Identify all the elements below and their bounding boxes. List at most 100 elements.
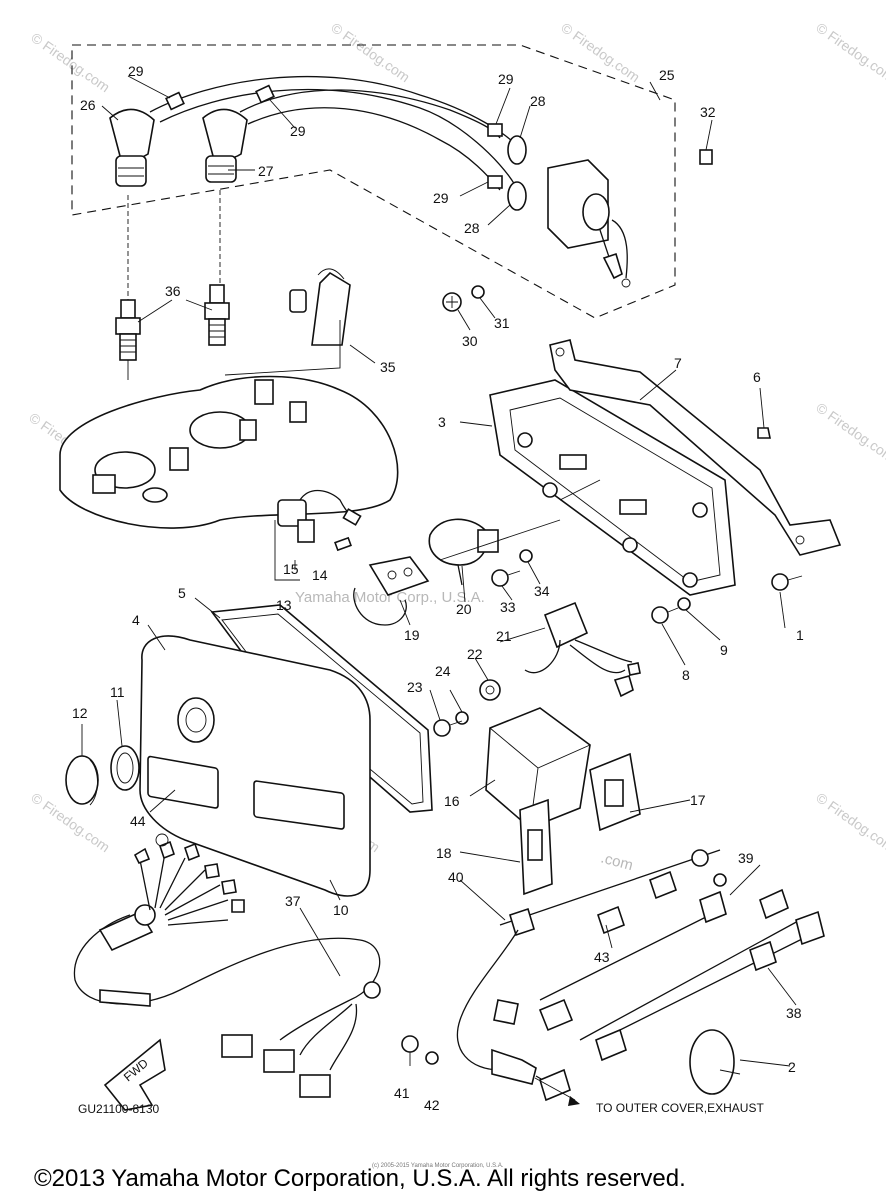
fwd-arrow-icon: FWD (103, 1038, 166, 1111)
band-2[interactable] (689, 1029, 741, 1095)
bolt-6[interactable] (757, 427, 771, 439)
callout-17: 17 (690, 792, 706, 808)
electrical-box-cover-4[interactable] (139, 635, 371, 897)
callout-43: 43 (594, 949, 610, 965)
callout-13: 13 (276, 597, 292, 613)
callout-30: 30 (462, 333, 478, 349)
collar-32[interactable] (699, 149, 713, 165)
cover-18[interactable] (519, 798, 553, 896)
callout-29b: 29 (290, 123, 306, 139)
callout-6: 6 (753, 369, 761, 385)
rectifier-leader (439, 479, 601, 561)
callout-26: 26 (80, 97, 96, 113)
callout-24: 24 (435, 663, 451, 679)
callout-12: 12 (72, 705, 88, 721)
watermark-firedog: © Firedog.com (558, 19, 643, 85)
callout-3: 3 (438, 414, 446, 430)
sensor-14[interactable] (334, 536, 352, 552)
callout-29c: 29 (498, 71, 514, 87)
callout-5: 5 (178, 585, 186, 601)
bolt-33[interactable] (491, 569, 521, 587)
cable-43[interactable] (538, 870, 721, 1032)
ignition-coil[interactable] (547, 159, 631, 288)
cdi-unit-16[interactable] (485, 707, 591, 829)
callout-41: 41 (394, 1085, 410, 1101)
cable-38[interactable] (539, 910, 825, 1102)
starter-relay-19[interactable] (353, 556, 430, 626)
bolt-41[interactable] (401, 1035, 419, 1066)
plug-cord-1 (149, 75, 521, 151)
callout-15: 15 (283, 561, 299, 577)
bolt-8[interactable] (651, 606, 679, 624)
plug-cord-1b (159, 89, 516, 186)
cord-clip-29[interactable] (255, 84, 275, 104)
bracket-7[interactable] (549, 339, 842, 556)
callout-16: 16 (444, 793, 460, 809)
thermo-switch-13[interactable] (277, 489, 362, 543)
arrow-head-icon (568, 1096, 580, 1106)
callout-29: 29 (128, 63, 144, 79)
cap-12[interactable] (65, 755, 99, 806)
callout-36: 36 (165, 283, 181, 299)
callout-28: 28 (530, 93, 546, 109)
callout-23: 23 (407, 679, 423, 695)
cord-clip-29[interactable] (165, 91, 185, 111)
cord-seal-28[interactable] (507, 181, 527, 211)
fine-print: (c) 2005-2015 Yamaha Motor Corporation, … (372, 1163, 504, 1169)
screw-30[interactable] (442, 292, 462, 312)
callout-11: 11 (110, 684, 125, 700)
clamp-22[interactable] (479, 679, 501, 701)
callout-29d: 29 (433, 190, 449, 206)
cord-seal-28[interactable] (507, 135, 527, 165)
watermark-firedog: © Firedog.com (28, 789, 113, 855)
callout-21: 21 (496, 628, 512, 644)
callout-33: 33 (500, 599, 516, 615)
watermark-yamaha: Yamaha Motor Corp., U.S.A. (295, 589, 485, 606)
callout-28b: 28 (464, 220, 480, 236)
cord-clip-29[interactable] (487, 123, 503, 137)
drawing-code: GU21100-8130 (78, 1102, 159, 1116)
coil-group-outline (71, 44, 676, 319)
callout-44: 44 (130, 813, 146, 829)
cable-40[interactable] (456, 849, 721, 1091)
wire-harness-37[interactable] (73, 833, 381, 1098)
plug-cord-2 (239, 89, 501, 139)
bracket-35[interactable] (289, 268, 351, 346)
callout-labels: 1 2 3 4 5 6 7 8 9 10 11 12 13 14 15 16 1… (72, 63, 804, 1113)
cable-39[interactable] (579, 873, 801, 1041)
callout-1: 1 (796, 627, 804, 643)
sensor-21[interactable] (524, 601, 641, 698)
leader-lines (81, 75, 797, 1067)
plug-cord-2b (247, 107, 501, 191)
rectifier-20[interactable] (428, 518, 499, 586)
bracket-leader (224, 320, 341, 376)
electrical-box-plate-3[interactable] (489, 379, 736, 596)
spark-plug-36-left[interactable] (115, 299, 141, 380)
callout-32: 32 (700, 104, 716, 120)
callout-37: 37 (285, 893, 301, 909)
bolt-1[interactable] (771, 573, 803, 591)
washer-34[interactable] (519, 549, 533, 563)
cylinder-head (59, 375, 399, 529)
callout-35: 35 (380, 359, 396, 375)
plug-cap-26[interactable] (109, 108, 155, 187)
washer-31[interactable] (471, 285, 485, 299)
switch-leader (274, 520, 300, 581)
callout-34: 34 (534, 583, 550, 599)
spark-plug-36-right[interactable] (204, 284, 230, 346)
watermark-firedog: © Firedog.com (328, 19, 413, 85)
holder-17[interactable] (589, 752, 641, 832)
watermark-firedog: © Firedog.com (813, 789, 886, 855)
cord-clip-29[interactable] (487, 175, 503, 189)
callout-19: 19 (404, 627, 420, 643)
outer-cover-note: TO OUTER COVER,EXHAUST (596, 1101, 764, 1115)
callout-22: 22 (467, 646, 483, 662)
washer-9[interactable] (677, 597, 691, 611)
washer-42[interactable] (425, 1051, 439, 1065)
screw-23[interactable] (433, 719, 463, 737)
plug-cap-27[interactable] (202, 108, 248, 183)
outer-cover-arrow (534, 1077, 576, 1101)
o-ring-11[interactable] (110, 745, 140, 791)
callout-9: 9 (720, 642, 728, 658)
